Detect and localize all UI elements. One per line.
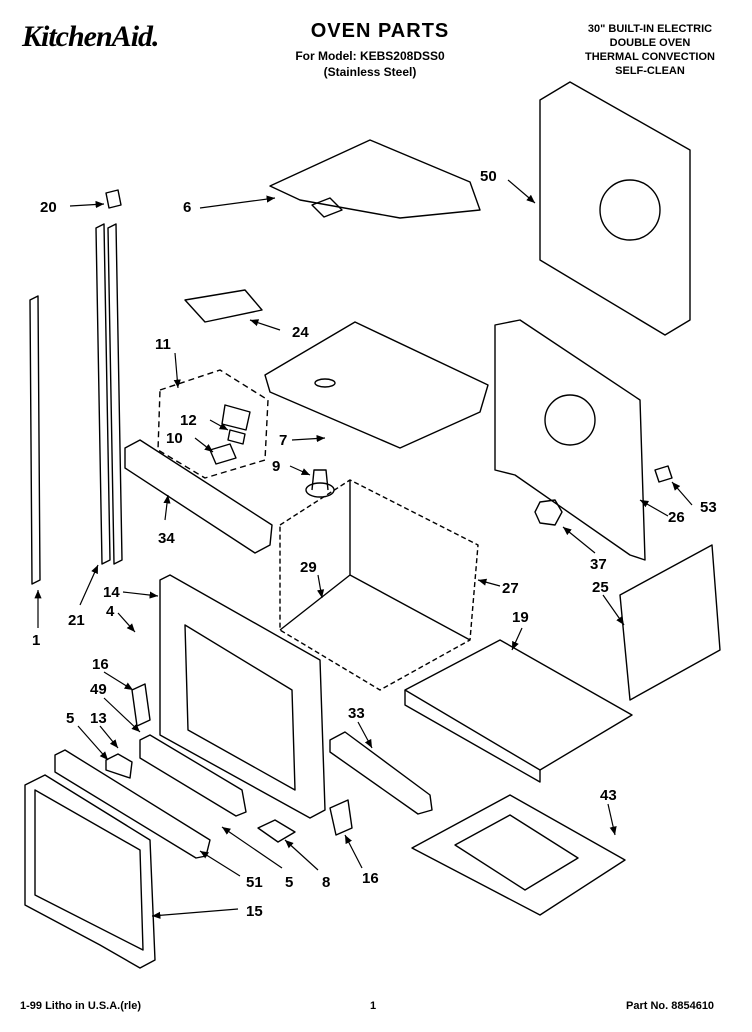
part-gasket-37 <box>534 499 563 526</box>
part-label-53: 53 <box>700 499 717 516</box>
part-label-6: 6 <box>183 199 191 216</box>
spec-line-1: 30" BUILT-IN ELECTRIC <box>587 23 713 35</box>
part-label-43: 43 <box>600 787 617 804</box>
spec-line-2: DOUBLE OVEN <box>609 37 691 49</box>
part-label-16b: 16 <box>362 870 379 887</box>
part-label-49: 49 <box>90 681 107 698</box>
part-side-panel-25 <box>619 544 721 701</box>
part-label-9: 9 <box>272 458 280 475</box>
footer-part-number: Part No. 8854610 <box>626 1000 715 1012</box>
part-label-37: 37 <box>590 556 607 573</box>
part-cavity-27 <box>279 479 479 691</box>
part-label-29: 29 <box>300 559 317 576</box>
part-terminal-24 <box>184 289 263 323</box>
part-label-11: 11 <box>155 336 171 353</box>
part-label-15: 15 <box>246 903 263 920</box>
brand-logo: KitchenAid. <box>22 20 160 53</box>
part-trim-49 <box>139 734 247 817</box>
part-pan-43 <box>411 794 626 916</box>
part-label-10: 10 <box>166 430 183 447</box>
footer-page-number: 1 <box>370 1000 377 1012</box>
page-title: OVEN PARTS <box>310 20 450 42</box>
part-label-5a: 5 <box>66 710 74 727</box>
model-number: For Model: KEBS208DSS0 <box>295 49 445 63</box>
footer-print-info: 1-99 Litho in U.S.A.(rle) <box>20 1000 142 1012</box>
part-vent-34 <box>124 439 273 554</box>
part-sensor-53 <box>654 465 673 483</box>
spec-line-3: THERMAL CONVECTION <box>585 51 715 63</box>
part-label-33: 33 <box>348 705 365 722</box>
part-label-8: 8 <box>322 874 330 891</box>
part-door-gasket-15 <box>24 774 156 969</box>
part-label-25: 25 <box>592 579 609 596</box>
part-label-51: 51 <box>246 874 263 891</box>
part-bracket-26 <box>494 319 646 561</box>
part-label-12: 12 <box>180 412 197 429</box>
part-label-27: 27 <box>502 580 519 597</box>
part-bracket-16b <box>329 799 353 836</box>
part-side-trim-21 <box>95 223 111 565</box>
part-label-13: 13 <box>90 710 107 727</box>
part-label-4: 4 <box>106 603 115 620</box>
part-rail-33 <box>329 731 433 815</box>
part-label-1: 1 <box>32 632 40 649</box>
part-label-26: 26 <box>668 509 685 526</box>
part-label-20: 20 <box>40 199 57 216</box>
part-label-21: 21 <box>68 612 85 629</box>
part-label-5b: 5 <box>285 874 293 891</box>
part-front-frame-14 <box>159 574 326 819</box>
part-trim-13 <box>105 753 133 779</box>
part-gasket-1 <box>29 295 41 585</box>
model-info: For Model: KEBS208DSS0 (Stainless Steel) <box>270 48 470 80</box>
spec-line-4: SELF-CLEAN <box>615 65 685 77</box>
part-label-19: 19 <box>512 609 529 626</box>
part-clip-20 <box>105 189 122 209</box>
part-vent-51 <box>54 749 211 859</box>
oven-spec: 30" BUILT-IN ELECTRIC DOUBLE OVEN THERMA… <box>560 22 740 78</box>
part-plate-8 <box>257 819 296 843</box>
part-label-50: 50 <box>480 168 497 185</box>
part-label-34: 34 <box>158 530 175 547</box>
part-back-panel-50 <box>539 81 691 336</box>
part-label-14: 14 <box>103 584 120 601</box>
part-top-panel-6 <box>269 139 481 219</box>
part-bottom-tray-19 <box>404 639 633 771</box>
part-bracket-16a <box>131 683 151 727</box>
part-label-16a: 16 <box>92 656 109 673</box>
part-cavity-top-7 <box>264 321 489 449</box>
model-finish: (Stainless Steel) <box>323 65 417 79</box>
part-fan-9 <box>305 482 335 498</box>
part-kit-11 <box>157 369 269 479</box>
part-label-7: 7 <box>279 432 287 449</box>
part-label-24: 24 <box>292 324 309 341</box>
